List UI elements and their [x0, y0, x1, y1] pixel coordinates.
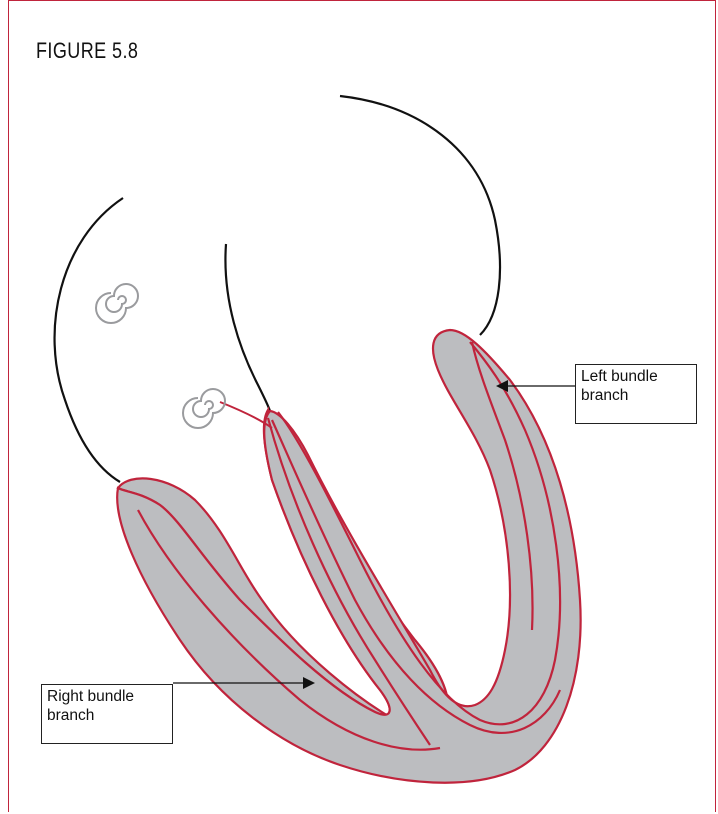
- right-atrium-outline: [55, 198, 123, 482]
- left-atrium-outline: [340, 96, 500, 335]
- right-bundle-label-line1: Right bundle: [47, 687, 167, 706]
- right-bundle-branch-label: Right bundle branch: [41, 684, 173, 744]
- right-bundle-label-line2: branch: [47, 706, 167, 725]
- septum-upper-outline: [225, 244, 270, 411]
- ventricle-main: [117, 330, 580, 783]
- left-bundle-label-line2: branch: [581, 386, 691, 405]
- left-bundle-branch-label: Left bundle branch: [575, 364, 697, 424]
- sa-node-icon: [96, 284, 138, 323]
- left-bundle-label-line1: Left bundle: [581, 367, 691, 386]
- av-node-icon: [183, 389, 225, 428]
